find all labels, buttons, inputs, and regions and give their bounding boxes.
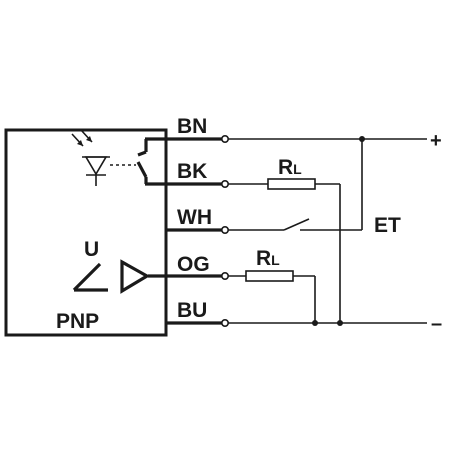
terminal-bu bbox=[221, 318, 230, 327]
terminal-wh bbox=[221, 226, 230, 235]
positive-sign: + bbox=[430, 130, 442, 152]
sensor-type-label: PNP bbox=[56, 310, 99, 333]
junction-dot bbox=[337, 320, 343, 326]
analog-amplifier-icon bbox=[72, 259, 151, 294]
junction-dot bbox=[359, 136, 365, 142]
emitter-label: ET bbox=[374, 214, 401, 237]
resistor-icon bbox=[267, 178, 316, 190]
terminal-bk bbox=[221, 180, 230, 189]
output-label: U bbox=[84, 238, 99, 261]
sensor-housing bbox=[4, 128, 168, 337]
terminal-og bbox=[221, 271, 230, 280]
led-icon bbox=[71, 129, 136, 186]
negative-sign: – bbox=[431, 313, 442, 335]
resistor-icon bbox=[245, 270, 294, 282]
resistor-top-label: RL bbox=[278, 156, 302, 179]
terminal-bn bbox=[221, 135, 230, 144]
pin-label-og: OG bbox=[177, 253, 210, 276]
junction-dot bbox=[312, 320, 318, 326]
resistor-bottom-label: RL bbox=[256, 247, 280, 270]
relay-contact-icon bbox=[136, 139, 148, 184]
pin-label-wh: WH bbox=[177, 206, 212, 229]
pin-label-bu: BU bbox=[177, 299, 207, 322]
pin-label-bn: BN bbox=[177, 115, 207, 138]
pin-label-bk: BK bbox=[177, 160, 207, 183]
switch-icon bbox=[227, 218, 362, 231]
